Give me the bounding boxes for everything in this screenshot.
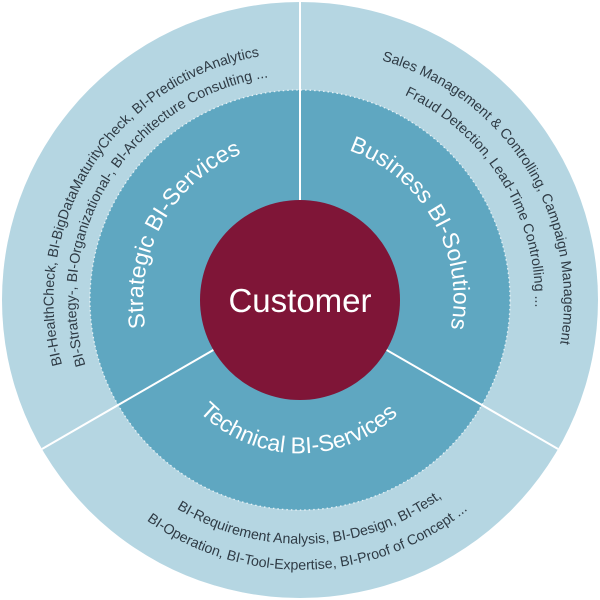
customer-circle: [200, 200, 400, 400]
divider-left: [41, 344, 223, 450]
ring-boundary: [89, 89, 511, 511]
customer-label: Customer: [228, 282, 371, 319]
divider-right: [377, 344, 559, 450]
